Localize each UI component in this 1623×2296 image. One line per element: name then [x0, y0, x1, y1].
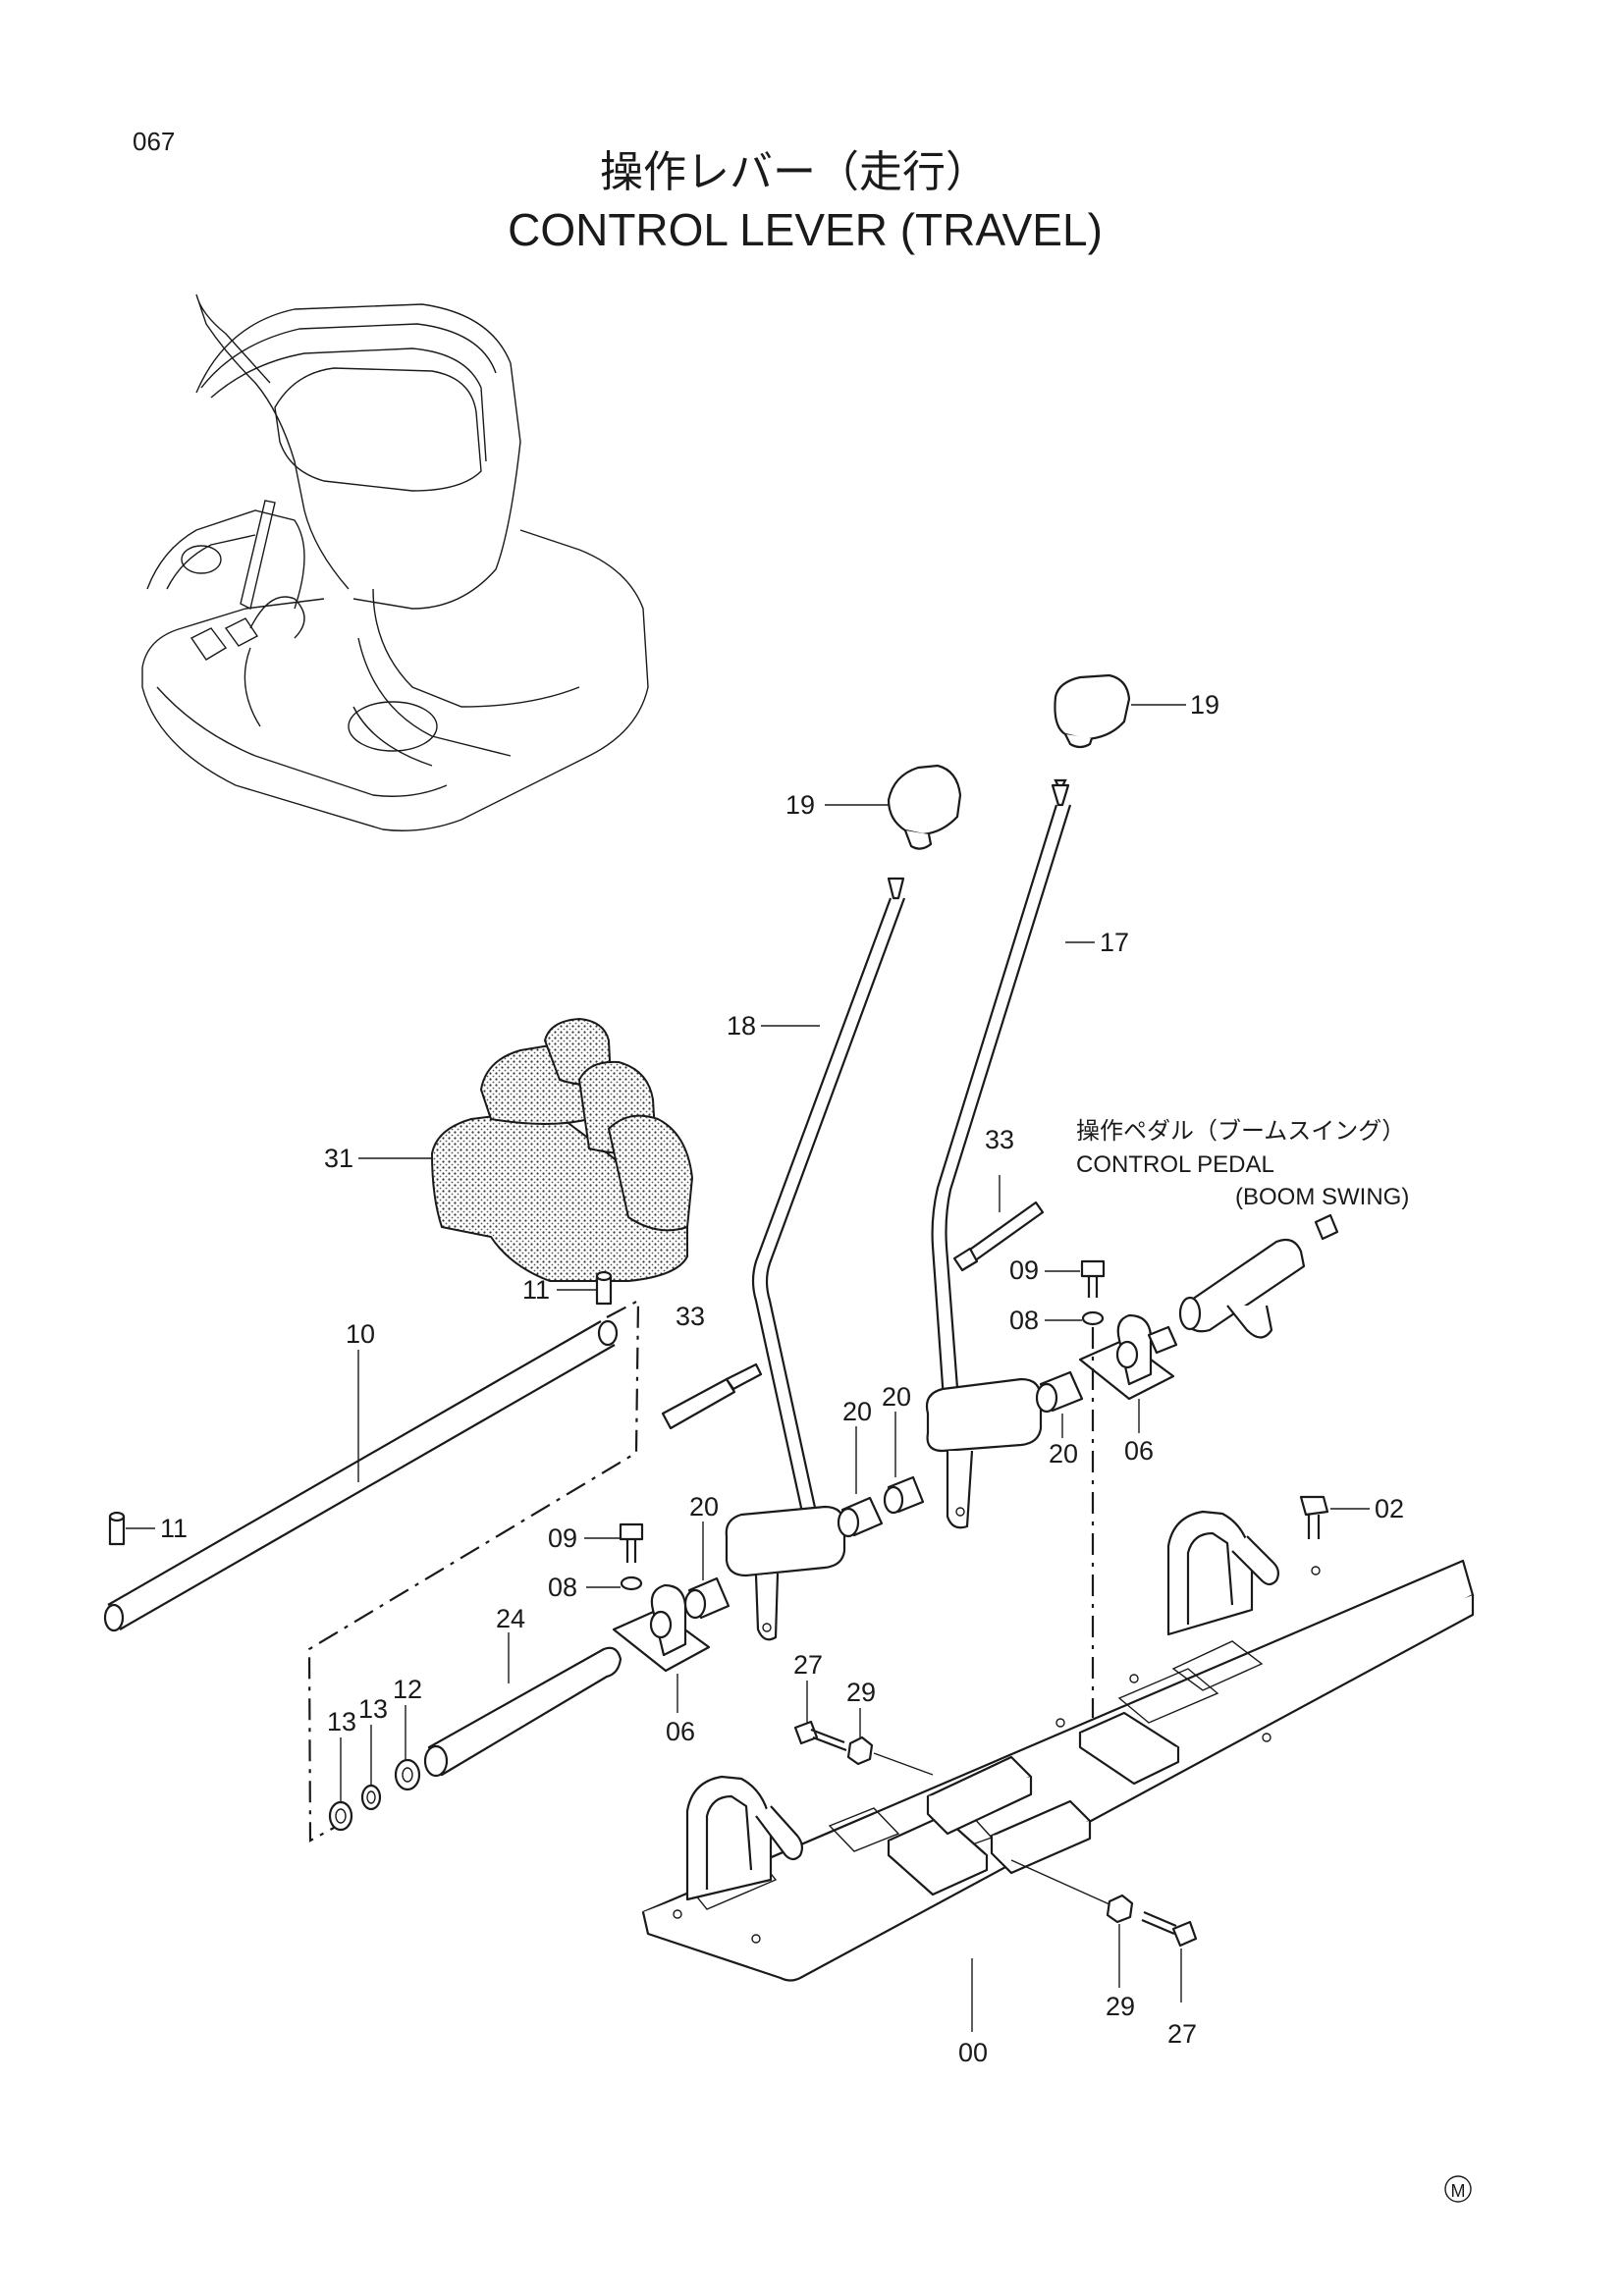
nut-29-lower	[1106, 1894, 1134, 1924]
callout-11-left: 11	[160, 1514, 188, 1543]
callout-19-right: 19	[1190, 690, 1219, 720]
page-number: 067	[133, 127, 175, 156]
subassembly-title-japanese: 操作ペダル（ブームスイング）	[1076, 1118, 1405, 1145]
assembly-guide-line-left	[307, 1299, 640, 1842]
callout-10: 10	[346, 1319, 375, 1349]
callout-27-lower: 27	[1167, 2019, 1197, 2049]
washer-08-right	[1081, 1310, 1105, 1326]
callout-12: 12	[393, 1675, 422, 1704]
leader-lines	[126, 704, 1370, 2032]
callout-13-b: 13	[327, 1707, 356, 1736]
pin-11-left	[108, 1511, 126, 1546]
manual-mark: M	[1444, 2175, 1472, 2203]
base-plate-00	[641, 1559, 1475, 1982]
mount-block-right	[990, 1799, 1092, 1875]
callout-29-lower: 29	[1106, 1992, 1135, 2021]
callout-20-b: 20	[842, 1397, 872, 1426]
knob-19-left	[887, 764, 962, 850]
mount-block-left	[887, 1814, 989, 1896]
bolt-09-right	[1080, 1259, 1106, 1298]
knob-19-right	[1054, 673, 1131, 749]
washer-08-left	[620, 1575, 643, 1591]
shaft-10	[103, 1319, 619, 1632]
callout-17: 17	[1100, 928, 1129, 957]
callout-02: 02	[1375, 1494, 1404, 1523]
bracket-06-left	[612, 1583, 711, 1673]
rubber-boot-31	[430, 1017, 694, 1282]
title-japanese: 操作レバー（走行）	[600, 148, 989, 196]
bolt-27-lower	[1141, 1910, 1198, 1948]
callout-06-left: 06	[666, 1717, 695, 1746]
callout-08-right: 08	[1009, 1306, 1039, 1335]
callout-08-left: 08	[548, 1573, 577, 1602]
machine-overview-illustration	[141, 294, 649, 831]
snap-ring-13-b	[328, 1800, 353, 1832]
callout-13-a: 13	[358, 1694, 388, 1724]
callout-20-a: 20	[689, 1492, 719, 1522]
pin-33-right	[952, 1201, 1045, 1272]
pedal-bracket-block	[1078, 1711, 1180, 1786]
base-support-left	[685, 1775, 804, 1901]
callout-09-right: 09	[1009, 1255, 1039, 1285]
bushing-20-b	[837, 1496, 884, 1538]
subassembly-title-english: CONTROL PEDAL	[1076, 1151, 1274, 1178]
lever-17	[925, 778, 1072, 1529]
pin-33-left	[661, 1362, 763, 1430]
pin-11-top	[595, 1270, 613, 1306]
bolt-27-upper	[793, 1720, 847, 1752]
bracket-06-right	[1078, 1313, 1175, 1401]
callout-31: 31	[324, 1144, 353, 1173]
bolt-09-left	[619, 1522, 644, 1563]
callout-33-left: 33	[676, 1302, 705, 1331]
callout-19-left: 19	[785, 790, 815, 820]
callout-24: 24	[496, 1604, 525, 1633]
bolt-02	[1299, 1495, 1329, 1539]
bushing-20-d	[1035, 1370, 1084, 1414]
lever-18	[725, 877, 906, 1641]
callout-33-right: 33	[985, 1125, 1014, 1154]
washer-13-a	[360, 1784, 382, 1811]
callout-27-upper: 27	[793, 1650, 823, 1680]
boom-swing-pivot	[1147, 1213, 1339, 1355]
mount-block-upper	[926, 1755, 1033, 1836]
base-support-right	[1166, 1510, 1280, 1636]
callout-29-upper: 29	[846, 1678, 876, 1707]
callout-labels: 19 19 17 18 31 33 33 09 08 06 11 10 11 2…	[160, 690, 1404, 2067]
callout-18: 18	[727, 1011, 756, 1041]
manual-mark-letter: M	[1451, 2181, 1466, 2201]
tube-24	[423, 1646, 622, 1778]
washer-12	[394, 1758, 421, 1791]
nut-29-upper	[846, 1735, 874, 1766]
title-english: CONTROL LEVER (TRAVEL)	[508, 204, 1103, 255]
assembly-guide-line-block	[873, 1752, 934, 1776]
callout-11-top: 11	[522, 1275, 550, 1305]
callout-00: 00	[958, 2038, 988, 2067]
callout-09-left: 09	[548, 1523, 577, 1553]
bushing-20-c	[883, 1475, 925, 1515]
assembly-guide-line-lower	[1010, 1859, 1110, 1905]
callout-20-d: 20	[1049, 1439, 1078, 1468]
bushing-20-a	[683, 1576, 730, 1620]
callout-20-c: 20	[882, 1382, 911, 1412]
callout-06-right: 06	[1124, 1436, 1154, 1466]
subassembly-title-english-2: (BOOM SWING)	[1235, 1184, 1409, 1210]
